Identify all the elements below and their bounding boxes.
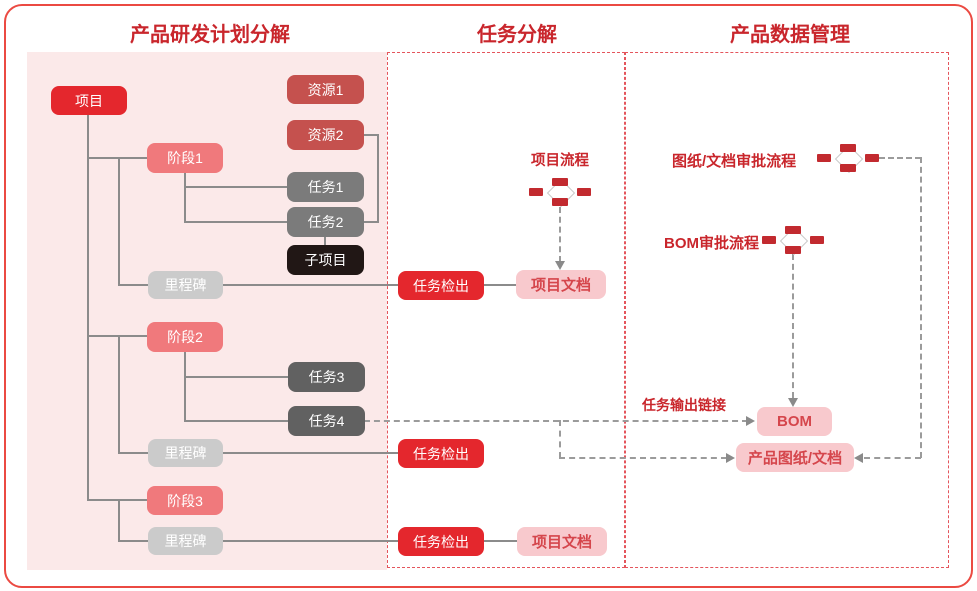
dashed-bomflow-to-bom: [792, 254, 794, 398]
connector-branch-stage3: [87, 499, 147, 501]
workflow-step-icon: [762, 236, 776, 244]
node-bom: BOM: [757, 407, 832, 436]
connector-checkout1-doc1: [484, 284, 516, 286]
section-title-plan: 产品研发计划分解: [130, 24, 290, 46]
arrow-into-product-docs-left-icon: [726, 453, 735, 463]
node-project: 项目: [51, 86, 127, 115]
workflow-step-icon: [817, 154, 831, 162]
label-bom-approval-flow: BOM审批流程: [664, 235, 759, 252]
connector-stage3-group: [118, 499, 120, 541]
connector-milestone3-left: [118, 540, 148, 542]
label-task-output-link: 任务输出链接: [642, 397, 726, 413]
dashed-projectflow-to-doc1: [559, 207, 561, 262]
node-milestone3: 里程碑: [148, 527, 223, 555]
connector-stage1-group: [118, 157, 120, 285]
node-task3: 任务3: [288, 362, 365, 392]
drawing-approval-workflow-icon: [817, 144, 879, 174]
dashed-drawingflow-right: [879, 157, 921, 159]
task-panel: [387, 52, 625, 568]
arrow-into-bom-icon: [746, 416, 755, 426]
section-title-task: 任务分解: [477, 24, 557, 46]
workflow-step-icon: [552, 178, 568, 186]
pdm-panel: [625, 52, 949, 568]
connector-milestone1-left: [118, 284, 148, 286]
arrow-into-product-docs-right-icon: [854, 453, 863, 463]
project-workflow-icon: [529, 178, 591, 208]
node-stage3: 阶段3: [147, 486, 223, 515]
dashed-drawingflow-down: [920, 157, 922, 458]
node-resource1: 资源1: [287, 75, 364, 104]
connector-milestone2-left: [118, 452, 148, 454]
connector-stage2-down: [184, 352, 186, 422]
connector-stage2-group: [118, 335, 120, 453]
label-drawing-approval-flow: 图纸/文档审批流程: [672, 153, 797, 170]
connector-task1: [184, 186, 287, 188]
dashed-task4-to-bom: [364, 420, 748, 422]
bom-approval-workflow-icon: [762, 226, 824, 256]
workflow-step-icon: [865, 154, 879, 162]
connector-project-trunk: [87, 115, 89, 501]
connector-milestone2-checkout2: [223, 452, 398, 454]
workflow-step-icon: [840, 164, 856, 172]
node-task4: 任务4: [288, 406, 365, 436]
connector-branch-stage2: [87, 335, 147, 337]
connector-milestone3-checkout3: [223, 540, 398, 542]
connector-task3: [184, 376, 288, 378]
workflow-step-icon: [529, 188, 543, 196]
node-project-doc2: 项目文档: [517, 527, 607, 556]
dashed-branch-down: [559, 420, 561, 458]
arrow-into-doc1-top-icon: [555, 261, 565, 270]
node-resource2: 资源2: [287, 120, 364, 150]
workflow-step-icon: [577, 188, 591, 196]
workflow-step-icon: [840, 144, 856, 152]
connector-resource2-task2: [377, 134, 379, 223]
node-task-checkout3: 任务检出: [398, 527, 484, 556]
dashed-branch-to-product-docs: [559, 457, 727, 459]
node-project-doc1: 项目文档: [516, 270, 606, 299]
connector-task2-subproject: [324, 237, 326, 246]
section-title-pdm: 产品数据管理: [730, 24, 850, 46]
node-stage1: 阶段1: [147, 143, 223, 173]
workflow-step-icon: [810, 236, 824, 244]
node-stage2: 阶段2: [147, 322, 223, 352]
connector-resource2-right: [363, 134, 379, 136]
node-task2: 任务2: [287, 207, 364, 237]
connector-task2-right: [363, 221, 379, 223]
label-project-flow: 项目流程: [531, 153, 589, 169]
connector-branch-stage1: [87, 157, 147, 159]
dashed-drawingflow-to-product-docs: [864, 457, 921, 459]
node-milestone1: 里程碑: [148, 271, 223, 299]
connector-stage1-down: [184, 173, 186, 222]
node-subproject: 子项目: [287, 245, 364, 275]
node-task-checkout1: 任务检出: [398, 271, 484, 300]
node-milestone2: 里程碑: [148, 439, 223, 467]
node-product-docs: 产品图纸/文档: [736, 443, 854, 472]
connector-milestone1-checkout1: [223, 284, 398, 286]
workflow-step-icon: [785, 226, 801, 234]
connector-task2: [184, 221, 287, 223]
node-task1: 任务1: [287, 172, 364, 202]
arrow-into-bom-top-icon: [788, 398, 798, 407]
node-task-checkout2: 任务检出: [398, 439, 484, 468]
connector-checkout3-doc2: [484, 540, 517, 542]
connector-task4: [184, 420, 288, 422]
workflow-step-icon: [785, 246, 801, 254]
workflow-step-icon: [552, 198, 568, 206]
